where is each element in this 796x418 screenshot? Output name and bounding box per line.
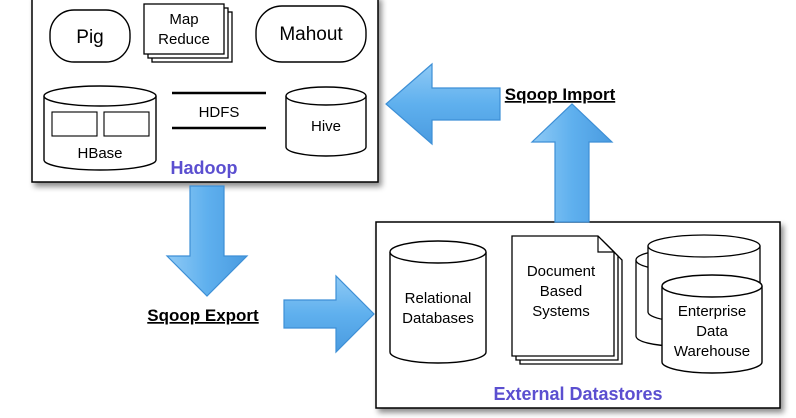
data-warehouse-node: Enterprise Data Warehouse [635,234,763,374]
relational-label-line1: Relational [405,290,472,307]
document-label-line3: Systems [532,303,590,320]
hdfs-node: HDFS [172,91,266,130]
sqoop-import-label: Sqoop Import [505,85,616,104]
mahout-label: Mahout [279,24,343,45]
external-datastores-box: Relational Databases Document Based Syst… [375,221,781,409]
document-systems-node: Document Based Systems [511,235,623,365]
mapreduce-label-line1: Map [169,11,198,28]
sqoop-export-down-arrow [165,185,249,297]
hdfs-label: HDFS [199,104,240,121]
mapreduce-label-line2: Reduce [158,31,210,48]
sqoop-export-label: Sqoop Export [147,306,259,325]
external-datastores-title: External Datastores [493,384,662,404]
hadoop-cluster-box: Pig Map Reduce Mahout HBase HDFS [31,0,379,183]
warehouse-label-line3: Warehouse [674,343,750,360]
sqoop-import-left-arrow [385,62,501,146]
warehouse-label-line1: Enterprise [678,303,746,320]
pig-label: Pig [76,27,103,48]
document-label-line1: Document [527,263,596,280]
hive-node: Hive [285,86,367,157]
hbase-label: HBase [77,145,122,162]
sqoop-import-up-arrow [530,103,614,223]
hadoop-title: Hadoop [171,158,238,178]
warehouse-label-line2: Data [696,323,728,340]
relational-databases-node: Relational Databases [389,240,487,364]
hive-label: Hive [311,118,341,135]
mahout-node: Mahout [255,5,367,63]
relational-label-line2: Databases [402,310,474,327]
pig-node: Pig [49,9,131,63]
sqoop-export-right-arrow [283,274,375,354]
document-label-line2: Based [540,283,583,300]
mapreduce-node: Map Reduce [143,3,233,63]
hbase-node: HBase [43,85,157,171]
